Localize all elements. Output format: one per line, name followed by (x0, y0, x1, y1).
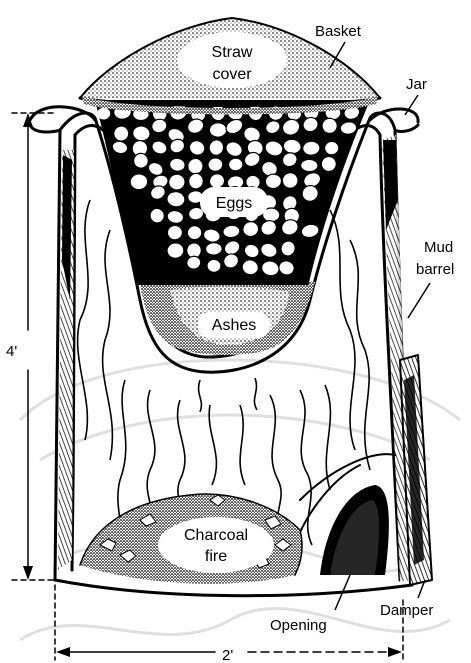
egg (228, 158, 243, 171)
label-mud-barrel-2: barrel (416, 261, 454, 278)
label-width: 2' (222, 647, 233, 663)
label-charcoal-fire-2: fire (205, 548, 227, 565)
label-jar: Jar (406, 76, 427, 93)
height-dimension (12, 113, 56, 580)
label-ashes: Ashes (212, 317, 256, 334)
egg (167, 225, 183, 240)
egg (207, 157, 223, 172)
egg (187, 225, 203, 240)
label-height: 4' (6, 343, 17, 360)
egg (96, 107, 111, 121)
label-mud-barrel-1: Mud (424, 239, 453, 256)
egg (207, 259, 222, 273)
label-straw-cover-1: Straw (212, 44, 253, 61)
label-damper: Damper (380, 602, 433, 619)
label-straw-cover-2: cover (212, 66, 252, 83)
label-basket: Basket (315, 23, 362, 40)
egg (209, 122, 227, 137)
label-charcoal-fire-1: Charcoal (184, 527, 248, 544)
egg (302, 141, 320, 156)
egg (324, 141, 339, 155)
egg (205, 242, 222, 255)
label-opening: Opening (270, 617, 327, 634)
egg (300, 159, 318, 172)
label-eggs: Eggs (216, 195, 252, 212)
egg (321, 157, 336, 172)
